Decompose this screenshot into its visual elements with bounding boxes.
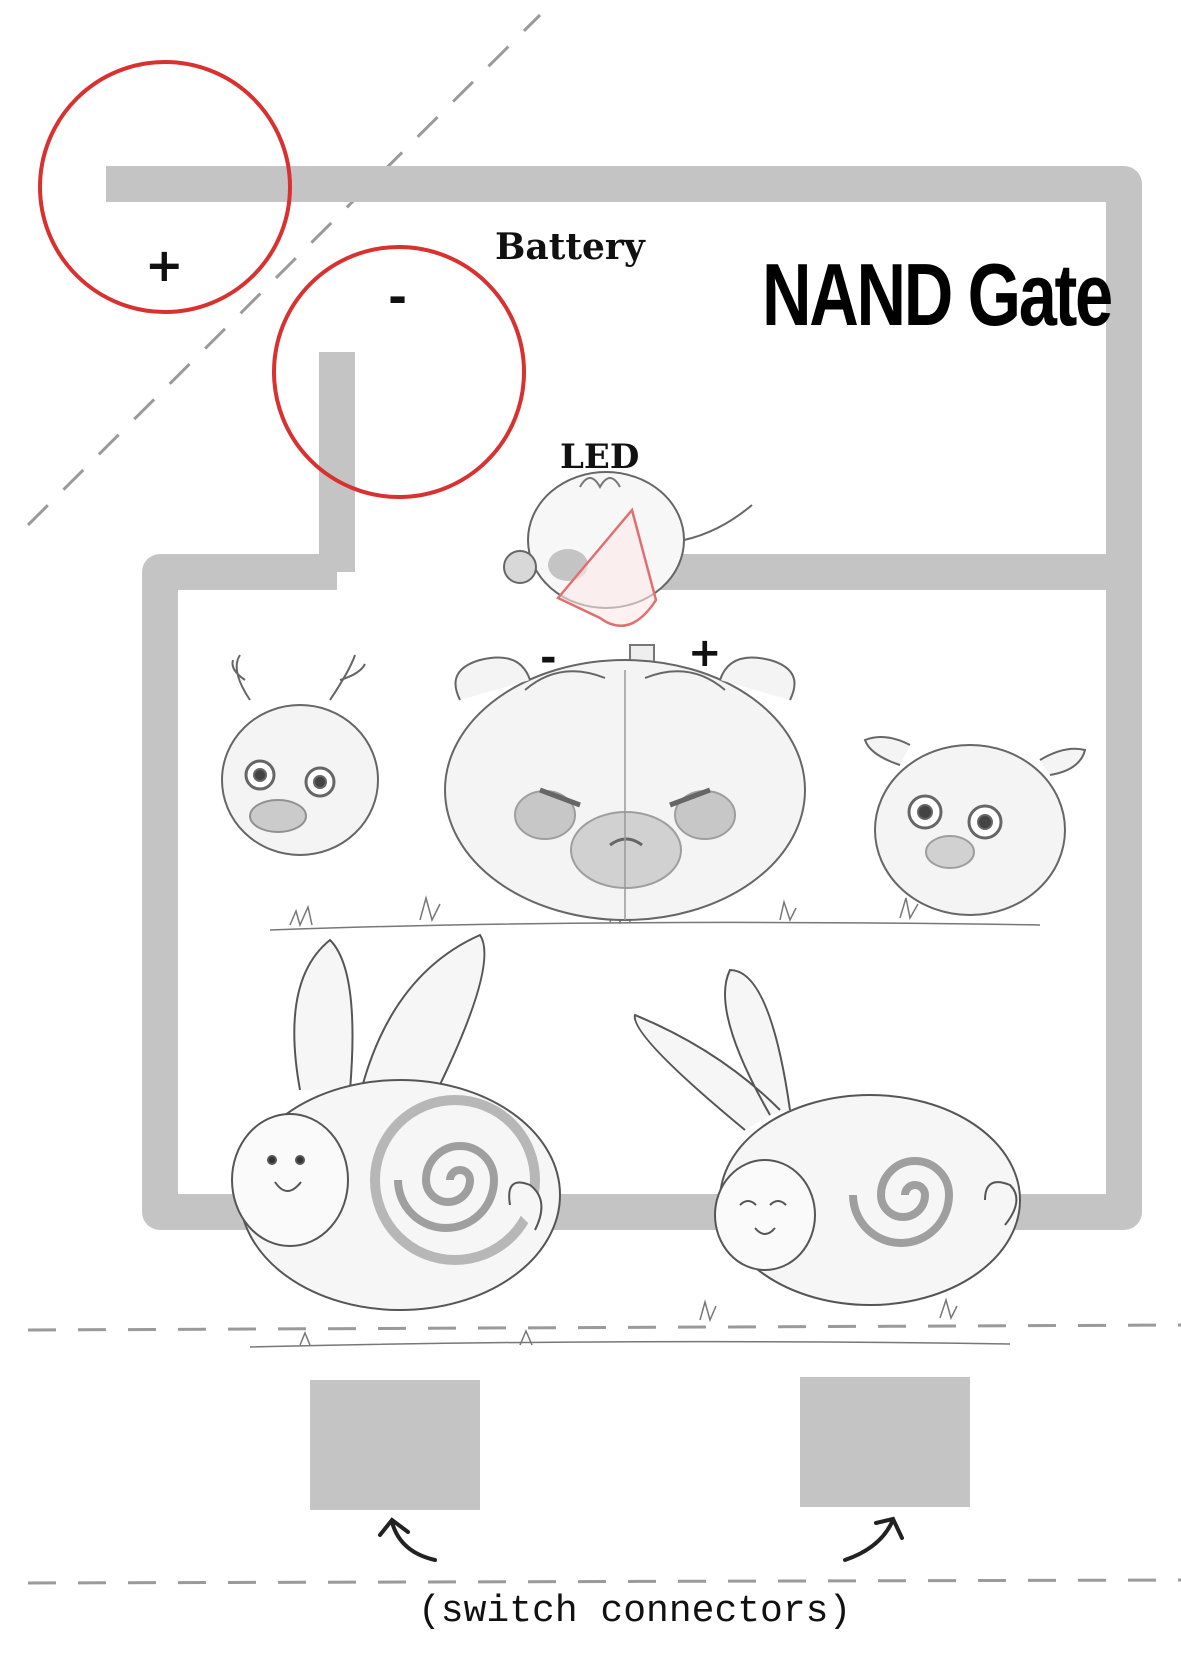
- led-icon: [503, 471, 753, 680]
- wire-main-loop: [106, 166, 1142, 1230]
- led-chick-beak: [503, 550, 537, 584]
- battery-minus-sign: -: [388, 270, 408, 324]
- cut-guide-upper: [27, 1323, 1181, 1332]
- grass-sketch: [249, 895, 1041, 1348]
- led-minus-sign: -: [540, 635, 557, 681]
- switch-connectors-caption: (switch connectors): [418, 1590, 852, 1633]
- snail-bunny-left-sketch: [231, 933, 561, 1311]
- page-title: NAND Gate: [762, 245, 1113, 344]
- pumpkin-deer-left-sketch: [221, 654, 379, 856]
- battery-plus-terminal: [38, 60, 292, 314]
- arrow-left-head: [378, 1517, 410, 1537]
- battery-label: Battery: [495, 226, 645, 268]
- circuit-wires: [106, 166, 1142, 1230]
- cut-guide-lower: [27, 1578, 1181, 1585]
- arrow-left-shaft: [390, 1520, 437, 1562]
- curved-arrow-icon: [378, 1516, 904, 1562]
- pumpkin-pug-right-sketch: [863, 735, 1087, 916]
- snail-bunny-right-sketch: [633, 968, 1021, 1306]
- arrow-right-head: [874, 1516, 904, 1540]
- switch-connector-right: [800, 1377, 970, 1507]
- led-plus-sign: +: [688, 630, 722, 676]
- arrow-right-shaft: [843, 1520, 894, 1562]
- led-triangle: [556, 507, 658, 628]
- battery-minus-terminal: [272, 245, 526, 499]
- battery-plus-sign: +: [145, 238, 184, 292]
- switch-connector-left: [310, 1380, 480, 1510]
- cut-guide-diagonal: [26, 13, 542, 527]
- pumpkin-pug-center-sketch: [444, 656, 806, 921]
- led-label: LED: [560, 437, 640, 477]
